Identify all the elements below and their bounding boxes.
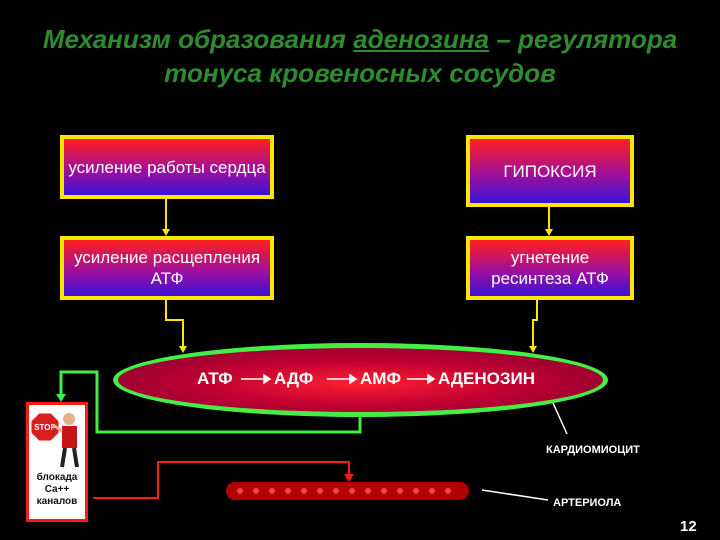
title-link-adenosine[interactable]: аденозина xyxy=(353,24,490,54)
arrow-head-green xyxy=(56,394,66,402)
title-line-1: Механизм образования аденозина – регулят… xyxy=(0,22,720,56)
connector-split-to-ellipse xyxy=(165,300,184,350)
arteriole-vessel xyxy=(226,482,469,500)
chain-adenosine: АДЕНОЗИН xyxy=(438,369,536,388)
box-atp-resynth-label: угнетение ресинтеза АТФ xyxy=(491,248,609,288)
arrow-head-red xyxy=(344,474,354,482)
pointer-cardiomyocyte xyxy=(552,402,568,435)
blockade-illustration: STOP xyxy=(26,402,88,522)
arrow-head-4 xyxy=(529,346,537,353)
box-heart-work: усиление работы сердца xyxy=(60,135,274,199)
box-heart-work-label: усиление работы сердца xyxy=(68,157,266,177)
pointer-arteriole xyxy=(481,489,549,501)
slide-title: Механизм образования аденозина – регулят… xyxy=(0,22,720,90)
box-atp-split: усиление расщепления АТФ xyxy=(60,236,274,300)
connector-green-feedback xyxy=(59,370,362,434)
stop-figure-icon: STOP xyxy=(30,412,79,468)
title-text-a: Механизм образования xyxy=(42,24,354,54)
page-number: 12 xyxy=(680,518,697,535)
chain-adp: АДФ xyxy=(274,369,314,388)
box-hypoxia: ГИПОКСИЯ xyxy=(466,135,634,207)
title-text-b: – регулятора xyxy=(489,24,678,54)
box-hypoxia-label: ГИПОКСИЯ xyxy=(503,161,597,181)
stop-sign-text: STOP xyxy=(34,423,56,432)
arrow-head-2 xyxy=(545,229,553,236)
label-arteriole: АРТЕРИОЛА xyxy=(553,497,622,509)
connector-red-block xyxy=(93,461,350,499)
box-atp-resynth: угнетение ресинтеза АТФ xyxy=(466,236,634,300)
arrow-head-1 xyxy=(162,229,170,236)
title-line-2: тонуса кровеносных сосудов xyxy=(164,58,556,88)
arrow-head-3 xyxy=(179,346,187,353)
chain-amp: АМФ xyxy=(360,369,401,388)
arteriole-cells xyxy=(237,488,451,494)
box-atp-split-label: усиление расщепления АТФ xyxy=(73,248,261,288)
chain-atp: АТФ xyxy=(197,369,233,388)
cardiomyocyte-ellipse xyxy=(113,343,608,417)
connector-resynth-to-ellipse xyxy=(532,300,538,350)
label-cardiomyocyte: КАРДИОМИОЦИТ xyxy=(546,444,640,456)
blockade-caption: блокада Са++ каналов xyxy=(36,472,78,507)
